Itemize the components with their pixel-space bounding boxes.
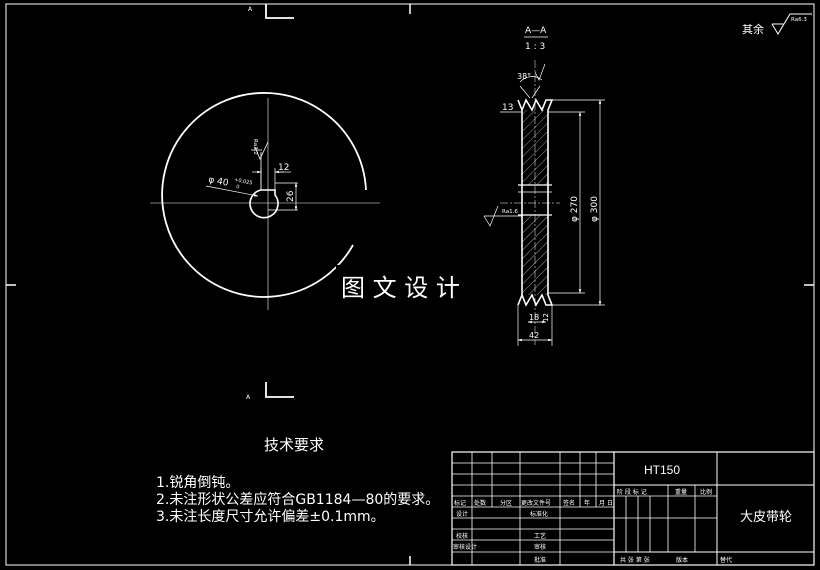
groove-end-dim: 12: [542, 313, 550, 322]
header-year: 年: [584, 499, 590, 507]
overall-width-dim: 42: [529, 331, 539, 340]
key-depth-dim: 26: [286, 190, 296, 202]
bore-roughness-value: Ra1.6: [502, 209, 518, 215]
cut-marker-top: [265, 4, 294, 19]
dia-outer-dim: φ 300: [590, 196, 600, 222]
weight-header: 重量: [675, 488, 687, 496]
label-approve: 批准: [534, 556, 546, 564]
key-width-dim: 12: [278, 163, 289, 173]
cut-marker-bottom-label: A: [246, 394, 251, 401]
header-day: 日: [607, 500, 613, 507]
bore-dia-dim: φ 40: [207, 175, 229, 189]
version-label: 版本: [676, 556, 688, 564]
header-zone: 分区: [500, 499, 512, 507]
bore-tol-lower: 0: [236, 184, 240, 190]
roughness-value: Ra6.3: [791, 17, 807, 23]
section-body: [500, 60, 560, 345]
tech-item-3: 3.未注长度尺寸允许偏差±0.1mm。: [156, 509, 385, 525]
key-roughness-icon: [251, 141, 269, 190]
cut-marker-top-label: A: [248, 6, 253, 13]
header-count: 处数: [474, 499, 486, 507]
material-text: HT150: [644, 463, 680, 477]
header-signature: 签名: [563, 499, 575, 507]
bore-with-keyway: [249, 189, 279, 219]
front-view: [150, 92, 380, 310]
title-block: [451, 451, 815, 566]
bore-tol-upper: +0.025: [234, 177, 253, 186]
label-process: 工艺: [534, 532, 546, 540]
scale-header: 比例: [700, 488, 712, 496]
groove-angle-dim: 38°: [517, 72, 531, 81]
roughness-note: 其余: [742, 22, 764, 36]
part-name-text: 大皮带轮: [740, 510, 792, 525]
cut-marker-bottom: [265, 382, 294, 398]
label-audit: 审核: [534, 543, 546, 551]
section-dimensions: [483, 63, 605, 346]
header-mark: 标记: [454, 499, 466, 507]
label-check: 校核: [456, 532, 468, 540]
title-block-left-labels: 设计 校核 审核设计: [453, 510, 477, 551]
header-month: 月: [599, 500, 605, 507]
sheet-label: 共 张 第 张: [620, 556, 650, 564]
label-design: 设计: [456, 510, 468, 518]
section-scale: 1 : 3: [525, 42, 545, 52]
rim-width-dim: 13: [502, 103, 513, 113]
pulley-outline: [161, 92, 367, 298]
roughness-symbol-icon: [771, 13, 812, 35]
stage-header: 阶 段 标 记: [617, 488, 647, 496]
title-block-row-headers: 标记 处数 分区 更改文件号 签名 年 月 日: [454, 499, 613, 507]
dia-inner-dim: φ 270: [570, 196, 580, 222]
groove-pitch-dim: 18: [529, 313, 539, 322]
header-change-doc: 更改文件号: [521, 499, 551, 507]
watermark-text: 图 文 设 计: [341, 274, 460, 302]
label-standardization: 标准化: [530, 510, 548, 518]
tech-item-2: 2.未注形状公差应符合GB1184—80的要求。: [156, 491, 439, 508]
title-block-mid-labels: 标准化 工艺 审核 批准: [530, 510, 548, 564]
tech-title: 技术要求: [264, 436, 324, 454]
tech-item-1: 1.锐角倒钝。: [156, 475, 239, 491]
replace-label: 替代: [720, 556, 732, 564]
section-label: A—A: [525, 26, 547, 36]
label-review-design: 审核设计: [453, 543, 477, 551]
key-roughness-value: Ra3.2: [252, 139, 258, 155]
center-marks: [6, 4, 814, 565]
